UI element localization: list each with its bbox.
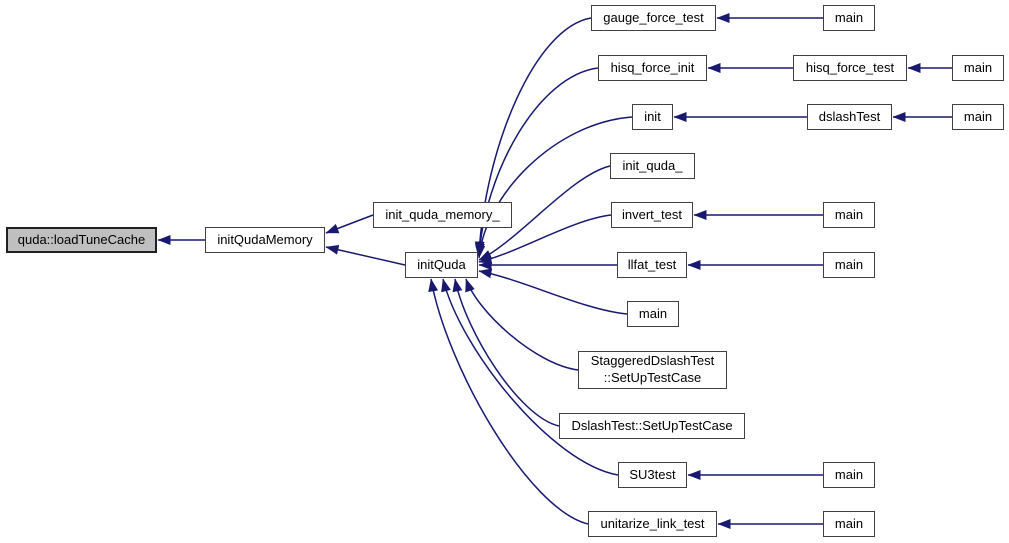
node-label: unitarize_link_test — [600, 515, 705, 531]
node-llfat_test[interactable]: llfat_test — [617, 252, 687, 278]
edge-init-initQuda — [475, 116, 633, 259]
edge-initQuda-initQudaMemory — [325, 244, 406, 266]
node-init_quda_memory_[interactable]: init_quda_memory_ — [373, 202, 512, 228]
node-init_quda_[interactable]: init_quda_ — [610, 153, 695, 179]
node-label: initQuda — [417, 256, 466, 272]
node-label: main — [963, 59, 993, 75]
node-label: StaggeredDslashTest ::SetUpTestCase — [590, 353, 715, 385]
edge-StaggeredDslashTest_SetUpTestCase-initQuda — [465, 278, 579, 371]
node-main_su3[interactable]: main — [823, 462, 875, 488]
node-main_gauge[interactable]: main — [823, 5, 875, 31]
node-label: hisq_force_init — [610, 59, 695, 75]
node-main_invert[interactable]: main — [823, 202, 875, 228]
node-main_llfat[interactable]: main — [823, 252, 875, 278]
node-invert_test[interactable]: invert_test — [611, 202, 693, 228]
node-label: main — [834, 9, 864, 25]
node-main_direct[interactable]: main — [627, 301, 679, 327]
node-label: main — [638, 305, 668, 321]
node-label: dslashTest — [818, 108, 881, 124]
node-label: SU3test — [629, 466, 676, 482]
node-main_unitarize[interactable]: main — [823, 511, 875, 537]
node-main_dslash[interactable]: main — [952, 104, 1004, 130]
node-label: DslashTest::SetUpTestCase — [571, 417, 733, 433]
node-initQuda[interactable]: initQuda — [405, 252, 478, 278]
node-init[interactable]: init — [632, 104, 673, 130]
node-label: init_quda_memory_ — [385, 206, 500, 222]
node-loadTuneCache: quda::loadTuneCache — [6, 227, 157, 253]
edge-main_direct-initQuda — [478, 268, 628, 315]
node-initQudaMemory[interactable]: initQudaMemory — [205, 227, 325, 253]
node-label: main — [834, 515, 864, 531]
node-label: gauge_force_test — [603, 9, 704, 25]
node-label: hisq_force_test — [805, 59, 895, 75]
edge-unitarize_link_test-initQuda — [428, 278, 589, 525]
node-label: main — [834, 466, 864, 482]
node-unitarize_link_test[interactable]: unitarize_link_test — [588, 511, 717, 537]
node-label: init — [644, 108, 661, 124]
node-label: main — [834, 206, 864, 222]
node-gauge_force_test[interactable]: gauge_force_test — [591, 5, 716, 31]
edge-init_quda_-initQuda — [478, 165, 611, 261]
edge-DslashTest_SetUpTestCase-initQuda — [452, 278, 560, 427]
node-label: main — [834, 256, 864, 272]
node-label: main — [963, 108, 993, 124]
node-label: initQudaMemory — [217, 231, 313, 247]
node-main_hisq[interactable]: main — [952, 55, 1004, 81]
node-label: quda::loadTuneCache — [17, 231, 146, 247]
node-hisq_force_test[interactable]: hisq_force_test — [793, 55, 907, 81]
edge-invert_test-initQuda — [478, 214, 612, 264]
node-dslashTest[interactable]: dslashTest — [807, 104, 892, 130]
node-label: llfat_test — [627, 256, 677, 272]
edge-init_quda_memory_-initQudaMemory — [325, 214, 374, 234]
node-label: init_quda_ — [622, 157, 683, 173]
edge-SU3test-initQuda — [441, 278, 619, 476]
node-StaggeredDslashTest_SetUpTestCase[interactable]: StaggeredDslashTest ::SetUpTestCase — [578, 351, 727, 389]
node-hisq_force_init[interactable]: hisq_force_init — [598, 55, 707, 81]
node-label: invert_test — [622, 206, 682, 222]
node-DslashTest_SetUpTestCase[interactable]: DslashTest::SetUpTestCase — [559, 413, 745, 439]
node-SU3test[interactable]: SU3test — [618, 462, 687, 488]
